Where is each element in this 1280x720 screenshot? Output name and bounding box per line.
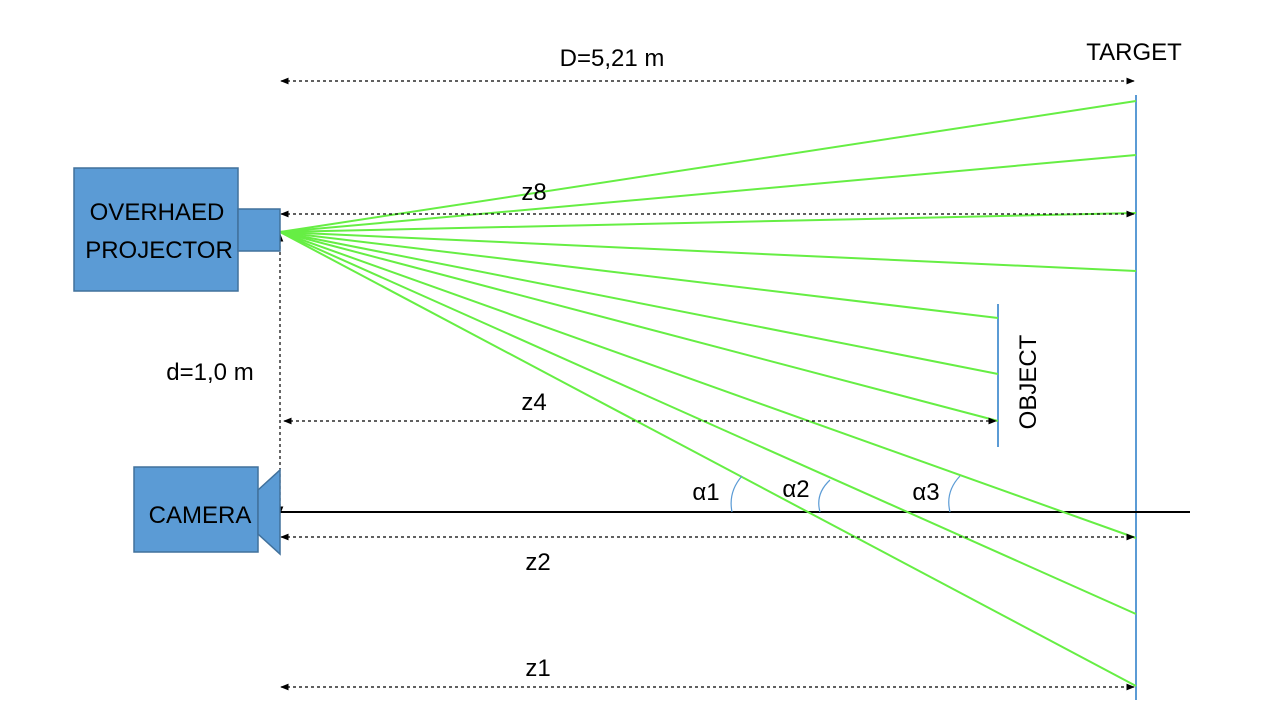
camera: CAMERA: [133, 466, 281, 556]
ray: [279, 231, 999, 319]
ray: [279, 231, 1137, 615]
ray: [279, 212, 1137, 233]
camera-label: CAMERA: [149, 502, 252, 529]
alpha1-label: α1: [692, 479, 719, 506]
object-label: OBJECT: [1015, 334, 1042, 429]
z4-label: z4: [521, 389, 546, 416]
projector-rays: [279, 100, 1137, 687]
dimension-lines: [276, 77, 1135, 691]
angle-arc-1: [730, 475, 743, 513]
angle-arcs: [730, 475, 961, 513]
ray: [279, 231, 1137, 687]
camera-lens: [257, 468, 281, 556]
ray: [279, 154, 1137, 233]
ray: [279, 100, 1137, 233]
ray: [279, 231, 999, 375]
angle-arc-3: [948, 475, 961, 513]
z2-label: z2: [525, 549, 550, 576]
projector-body: [73, 167, 239, 292]
overhead-projector: OVERHAED PROJECTOR: [73, 167, 281, 292]
angle-arc-2: [818, 479, 831, 513]
ray: [279, 231, 999, 422]
z8-label: z8: [521, 179, 546, 206]
projector-lens: [237, 208, 281, 252]
distance-d-label: d=1,0 m: [166, 359, 253, 386]
camera-body: [133, 466, 259, 553]
target-label: TARGET: [1086, 39, 1182, 66]
ray: [279, 231, 1137, 272]
ray: [279, 231, 1137, 539]
alpha2-label: α2: [782, 476, 809, 503]
alpha3-label: α3: [912, 479, 939, 506]
distance-D-label: D=5,21 m: [560, 45, 665, 72]
projector-label-line2: PROJECTOR: [85, 237, 233, 264]
z1-label: z1: [525, 655, 550, 682]
projector-label-line1: OVERHAED: [90, 199, 225, 226]
